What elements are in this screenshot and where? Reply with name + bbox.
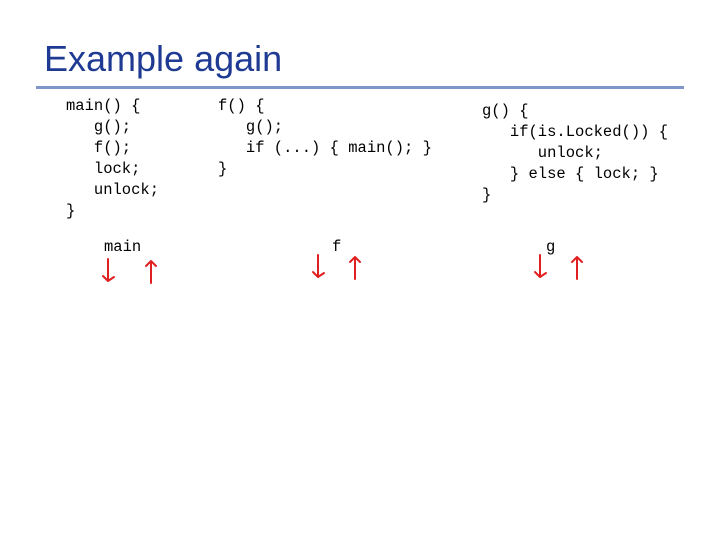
code-line: if (...) { main(); } [218, 139, 432, 157]
down-arrow-icon [534, 254, 547, 278]
down-arrow-icon [102, 258, 115, 282]
code-line: } [482, 186, 492, 204]
code-line: lock; [66, 160, 141, 178]
g-code-block: g() { if(is.Locked()) { unlock; } else {… [482, 101, 668, 206]
up-arrow-icon [349, 256, 361, 280]
code-line: unlock; [482, 144, 603, 162]
up-arrow-icon [571, 256, 583, 280]
code-line: if(is.Locked()) { [482, 123, 669, 141]
f-stack-label: f [332, 238, 342, 256]
code-line: f() { [218, 97, 265, 115]
code-line: } else { lock; } [482, 165, 659, 183]
code-line: f(); [66, 139, 132, 157]
g-stack-label: g [546, 238, 556, 256]
slide-title: Example again [44, 38, 283, 79]
code-line: } [66, 202, 76, 220]
code-line: g() { [482, 102, 529, 120]
up-arrow-icon [145, 260, 157, 284]
title-divider [36, 86, 684, 89]
code-line: g(); [218, 118, 284, 136]
code-line: main() { [66, 97, 141, 115]
code-line: } [218, 160, 228, 178]
code-line: g(); [66, 118, 132, 136]
code-line: unlock; [66, 181, 160, 199]
f-code-block: f() { g(); if (...) { main(); }} [218, 96, 432, 180]
main-code-block: main() { g(); f(); lock; unlock;} [66, 96, 159, 222]
down-arrow-icon [312, 254, 325, 278]
main-stack-label: main [104, 238, 142, 256]
